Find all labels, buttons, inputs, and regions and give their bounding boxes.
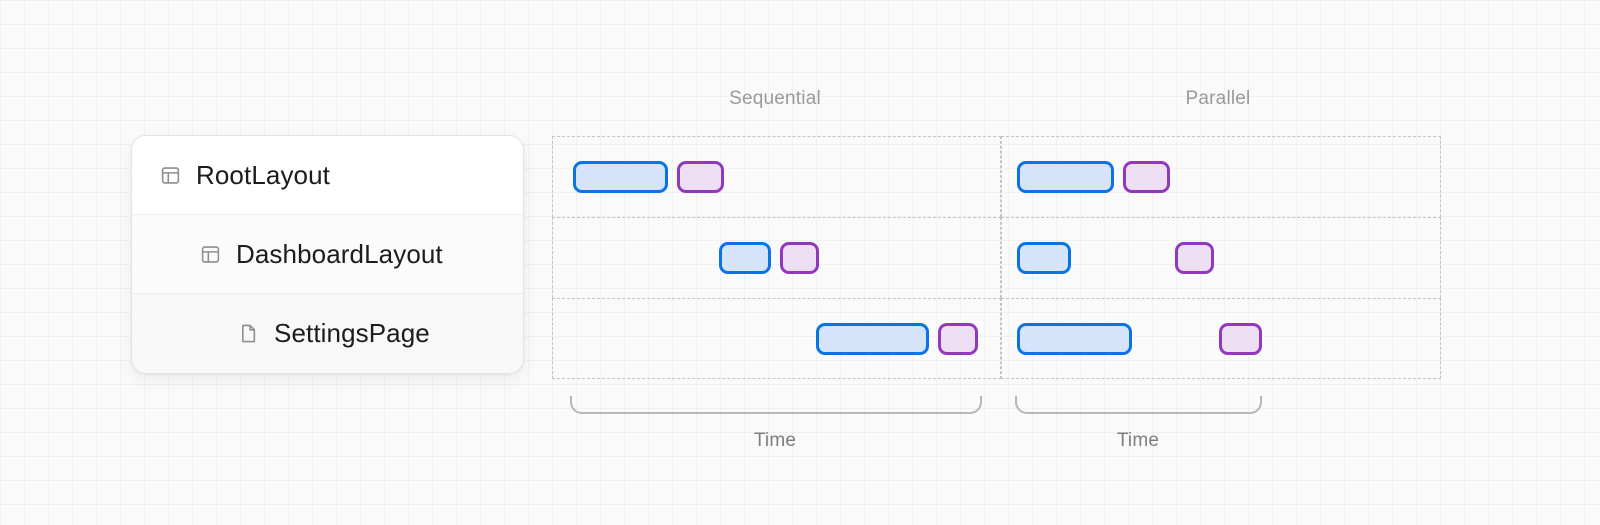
tree-node-label: RootLayout	[196, 159, 330, 190]
track-row	[1001, 217, 1441, 298]
tree-node-label: DashboardLayout	[236, 238, 443, 269]
column-title-sequential: Sequential	[729, 88, 821, 109]
timeline-bar-blue[interactable]	[1017, 242, 1071, 274]
track-row	[1001, 136, 1441, 217]
timeline-bar-blue[interactable]	[1017, 322, 1132, 355]
timeline-bar-blue[interactable]	[1017, 161, 1114, 193]
track-row	[552, 298, 1001, 379]
tree-node-dashboardlayout[interactable]: DashboardLayout	[132, 215, 523, 294]
timeline-bar-purple[interactable]	[1175, 242, 1214, 274]
timeline-bar-purple[interactable]	[1219, 322, 1262, 355]
time-bracket-sequential	[570, 396, 982, 414]
track-group-parallel	[1001, 136, 1441, 379]
timeline-bar-purple[interactable]	[1123, 161, 1170, 193]
time-axis-label-sequential: Time	[753, 430, 797, 451]
time-axis-label-parallel: Time	[1116, 430, 1160, 451]
column-title-parallel: Parallel	[1185, 88, 1251, 109]
track-row	[552, 217, 1001, 298]
timeline-bar-purple[interactable]	[780, 242, 819, 274]
layout-icon	[200, 244, 221, 265]
layout-tree-card: RootLayout DashboardLayout SettingsPage	[131, 135, 524, 374]
timeline-bar-purple[interactable]	[938, 322, 978, 355]
time-bracket-parallel	[1015, 396, 1262, 414]
track-row	[1001, 298, 1441, 379]
tree-node-settingspage[interactable]: SettingsPage	[132, 294, 523, 373]
track-group-sequential	[552, 136, 1001, 379]
tree-node-label: SettingsPage	[274, 318, 430, 348]
timeline-bar-blue[interactable]	[816, 322, 929, 355]
timeline-bar-blue[interactable]	[719, 242, 771, 274]
track-row	[552, 136, 1001, 217]
timeline-bar-purple[interactable]	[677, 161, 724, 193]
layout-icon	[160, 165, 181, 186]
timeline-bar-blue[interactable]	[573, 161, 668, 193]
file-icon	[238, 323, 259, 344]
tree-node-rootlayout[interactable]: RootLayout	[132, 136, 523, 215]
